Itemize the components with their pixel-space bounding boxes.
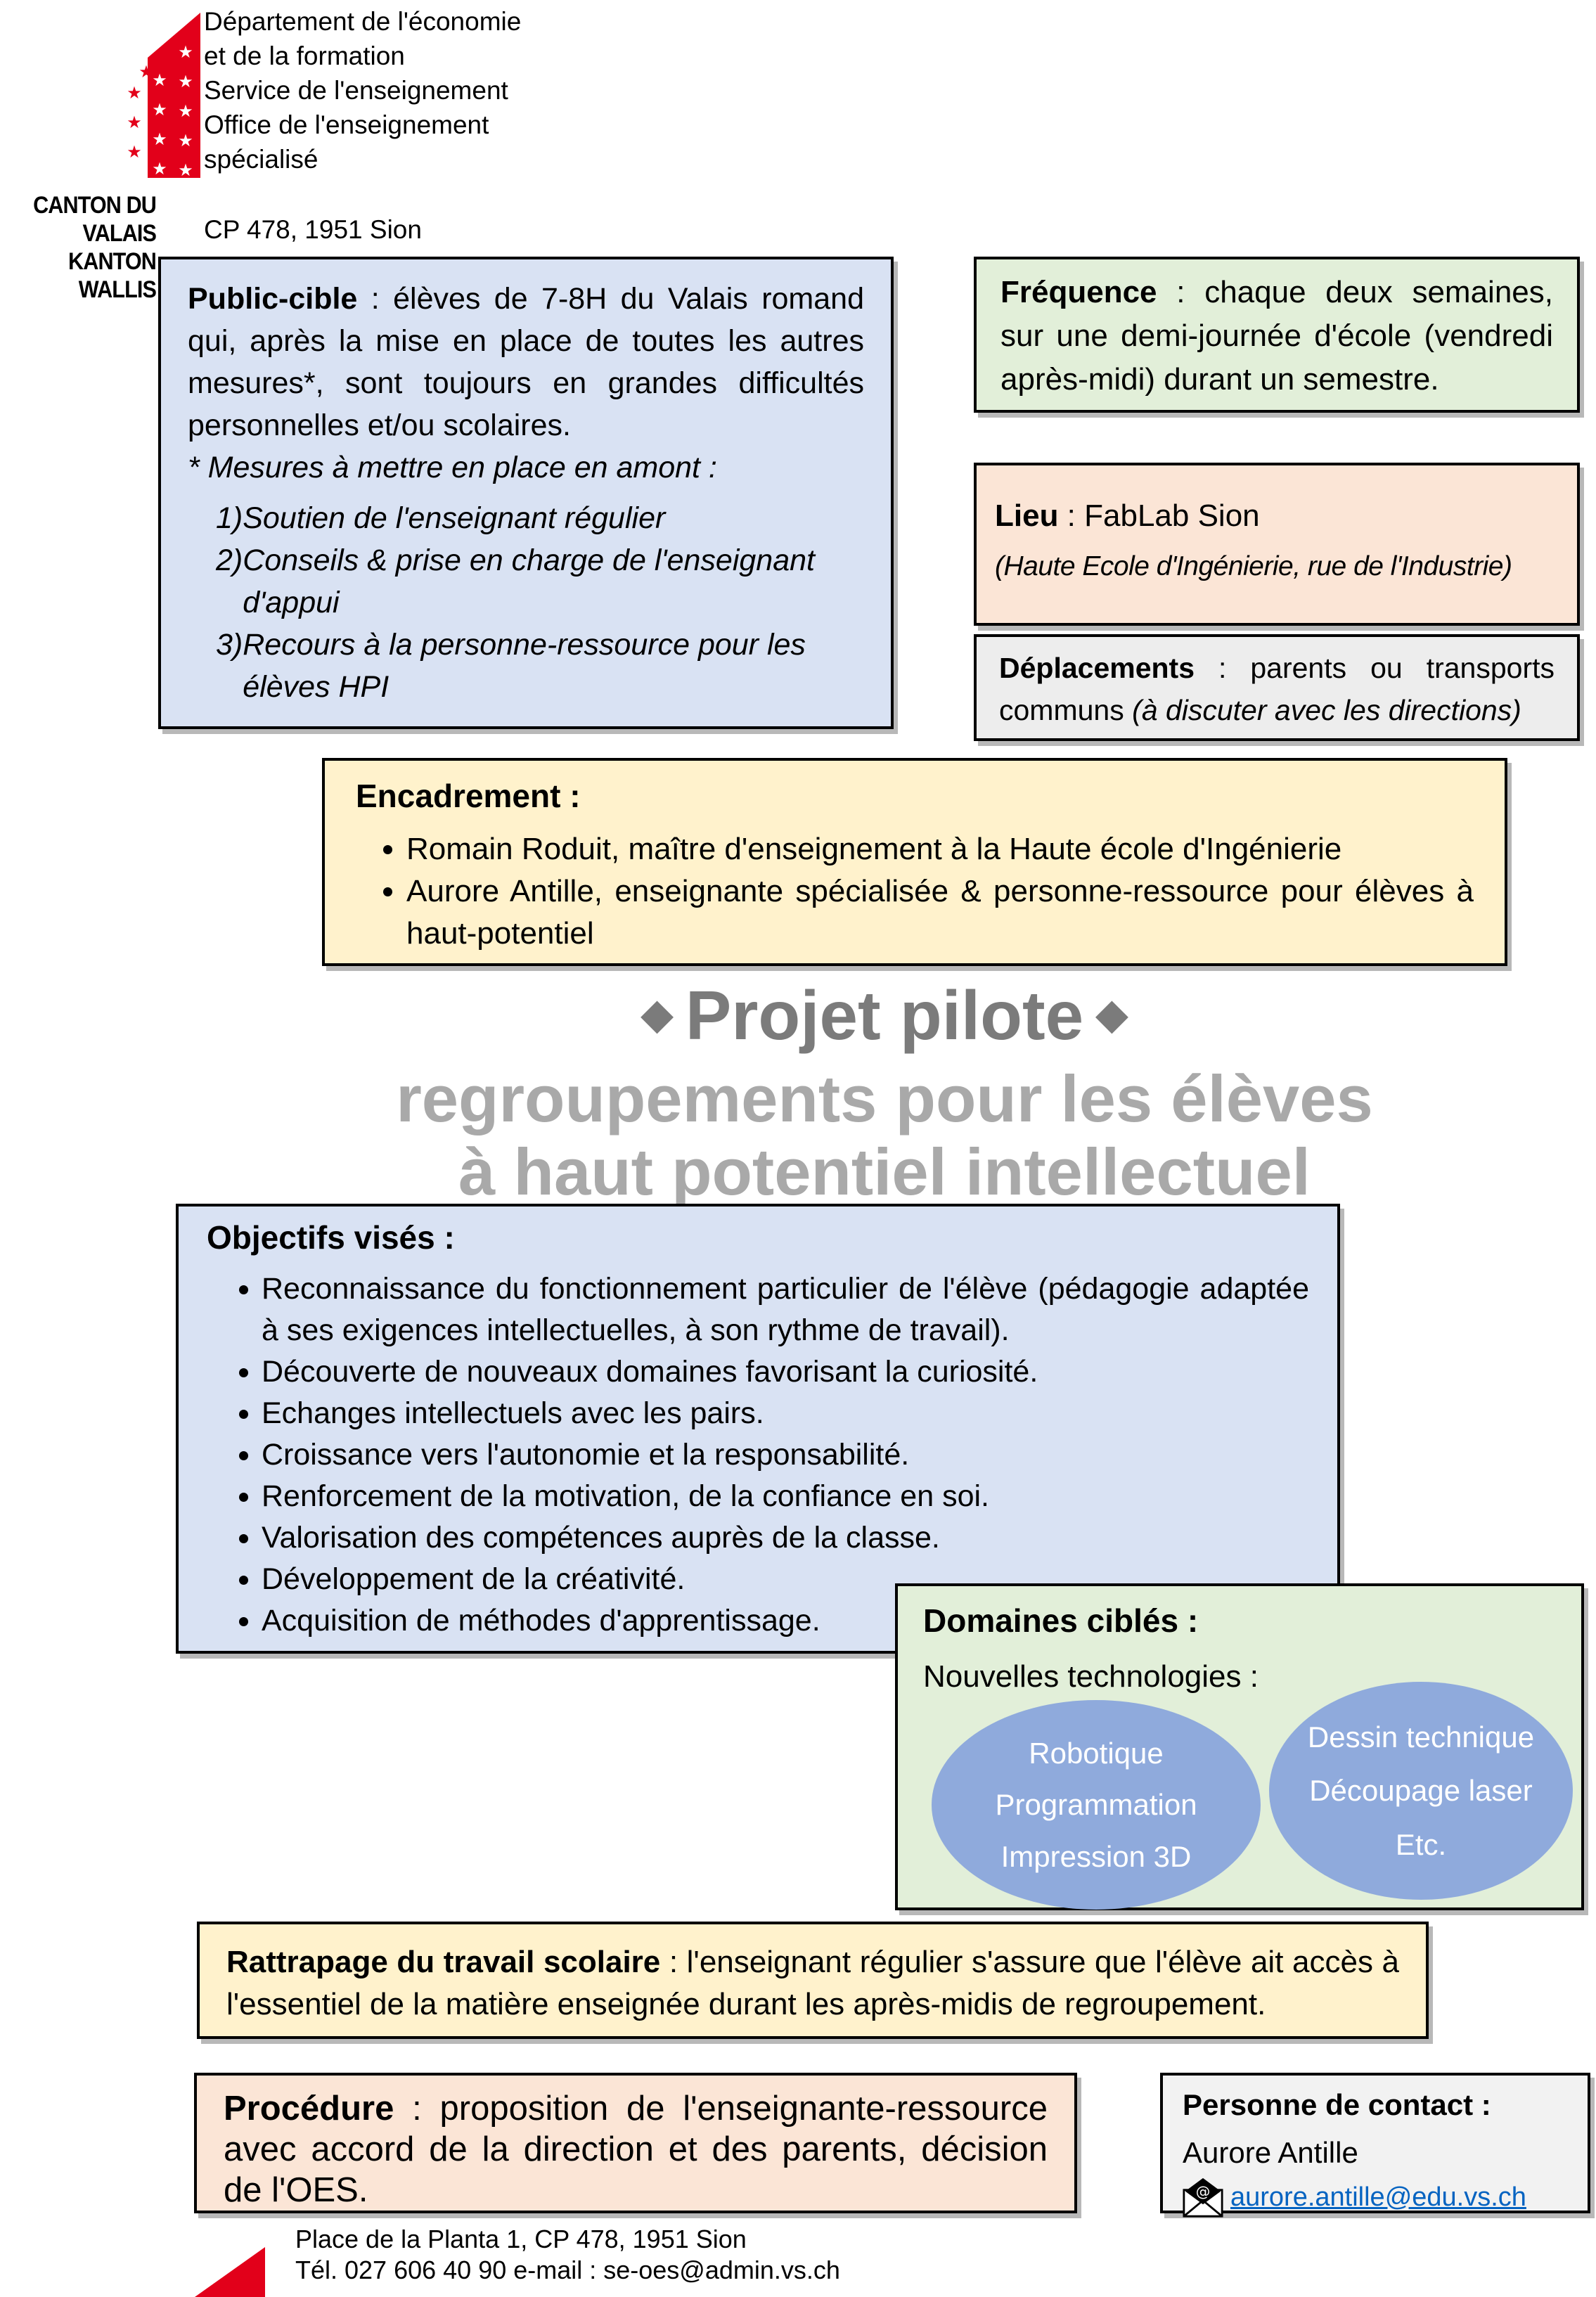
deplacements-label: Déplacements [999,652,1195,684]
deplacements-paragraph: Déplacements : parents ou transports com… [999,652,1555,726]
canton-line-de: KANTON WALLIS [68,248,157,303]
svg-text:★: ★ [127,83,142,103]
lieu-label: Lieu [995,498,1059,533]
lieu-box: Lieu : FabLab Sion (Haute Ecole d'Ingéni… [974,463,1580,626]
valais-coat-of-arms-icon: ★★ ★★ ★★ ★★★ ★★ ★★ [127,13,200,178]
department-address-block: Département de l'économie et de la forma… [204,4,521,176]
svg-text:★: ★ [178,101,193,121]
svg-text:★: ★ [152,129,167,149]
technologies-ellipse-right: Dessin technique Découpage laser Etc. [1269,1682,1573,1900]
public-cible-note: * Mesures à mettre en place en amont : [188,451,717,484]
ellipse-item: Programmation [995,1788,1197,1821]
objective-item: Valorisation des compétences auprès de l… [262,1517,1309,1559]
objectifs-list: Reconnaissance du fonctionnement particu… [207,1268,1309,1642]
measures-list: 1) Soutien de l'enseignant régulier 2) C… [188,497,864,708]
footer-contact-line: Tél. 027 606 40 90 e-mail : se-oes@admin… [295,2256,840,2284]
svg-text:★: ★ [127,142,142,162]
email-envelope-icon: @ [1183,2177,1223,2218]
ellipse-item: Etc. [1395,1827,1447,1861]
objective-item: Acquisition de méthodes d'apprentissage. [262,1600,1309,1642]
svg-text:★: ★ [178,72,193,91]
objective-item: Croissance vers l'autonomie et la respon… [262,1434,1309,1476]
contact-box: Personne de contact : Aurore Antille @ a… [1160,2073,1590,2218]
page-title: ◆Projet pilote◆ regroupements pour les é… [105,979,1596,1209]
public-cible-box: Public-cible : élèves de 7-8H du Valais … [158,257,894,729]
ellipse-item: Impression 3D [1000,1839,1192,1873]
title-line-1: ◆Projet pilote◆ [105,979,1596,1062]
svg-text:★: ★ [178,160,193,178]
svg-text:★: ★ [152,159,167,178]
contact-email-row: @ aurore.antille@edu.vs.ch [1183,2177,1568,2218]
diamond-icon: ◆ [641,991,673,1037]
contact-email-link[interactable]: aurore.antille@edu.vs.ch [1230,2182,1526,2212]
footer-address-line: Place de la Planta 1, CP 478, 1951 Sion [295,2225,747,2253]
domaines-sublabel: Nouvelles technologies : [923,1659,1259,1694]
rattrapage-label: Rattrapage du travail scolaire [226,1945,661,1979]
footer-red-triangle-icon [195,2247,265,2297]
procedure-box: Procédure : proposition de l'enseignante… [194,2073,1077,2213]
svg-text:@: @ [1196,2183,1211,2200]
canton-line-fr: CANTON DU VALAIS [33,192,157,247]
contact-name: Aurore Antille [1183,2136,1358,2169]
svg-text:★: ★ [127,112,142,132]
objective-item: Renforcement de la motivation, de la con… [262,1476,1309,1517]
technologies-ellipse-left: Robotique Programmation Impression 3D [932,1700,1261,1910]
lieu-line: Lieu : FabLab Sion [995,498,1260,533]
procedure-label: Procédure [224,2090,394,2128]
svg-text:★: ★ [178,131,193,150]
department-line: Office de l'enseignement [204,110,489,139]
list-item: Aurore Antille, enseignante spécialisée … [406,870,1474,955]
objectifs-box: Objectifs visés : Reconnaissance du fonc… [176,1204,1340,1654]
svg-text:★: ★ [152,70,167,90]
frequence-paragraph: Fréquence : chaque deux semaines, sur un… [1000,275,1553,397]
public-cible-label: Public-cible [188,282,358,316]
svg-text:★: ★ [139,62,154,82]
domaines-box: Domaines ciblés : Nouvelles technologies… [895,1583,1584,1910]
list-item: 2) Conseils & prise en charge de l'ensei… [216,543,816,619]
ellipse-item: Dessin technique [1307,1720,1535,1754]
ellipse-item: Robotique [1029,1736,1164,1770]
diamond-icon: ◆ [1096,991,1128,1037]
objective-item: Reconnaissance du fonctionnement particu… [262,1268,1309,1351]
public-cible-paragraph: Public-cible : élèves de 7-8H du Valais … [188,282,864,442]
encadrement-box: Encadrement : Romain Roduit, maître d'en… [322,758,1507,966]
title-line-2: regroupements pour les élèves [396,1062,1373,1135]
svg-text:★: ★ [178,42,193,62]
frequence-box: Fréquence : chaque deux semaines, sur un… [974,257,1580,413]
footer-address-block: Place de la Planta 1, CP 478, 1951 Sion … [295,2224,840,2286]
contact-label: Personne de contact : [1183,2088,1491,2121]
list-item: 1) Soutien de l'enseignant régulier [216,501,666,535]
department-line: et de la formation [204,41,405,70]
procedure-paragraph: Procédure : proposition de l'enseignante… [224,2090,1048,2209]
rattrapage-box: Rattrapage du travail scolaire : l'ensei… [197,1922,1429,2039]
objectifs-label: Objectifs visés : [207,1219,455,1256]
list-item: Romain Roduit, maître d'enseignement à l… [406,828,1474,870]
svg-text:★: ★ [152,100,167,120]
domaines-label: Domaines ciblés : [923,1602,1199,1639]
objective-item: Découverte de nouveaux domaines favorisa… [262,1351,1309,1393]
lieu-subtext: (Haute Ecole d'Ingénierie, rue de l'Indu… [995,551,1512,581]
deplacements-box: Déplacements : parents ou transports com… [974,634,1580,741]
department-line: Service de l'enseignement [204,76,508,105]
department-line: Département de l'économie [204,7,522,36]
encadrement-list: Romain Roduit, maître d'enseignement à l… [356,828,1474,955]
ellipse-item: Découpage laser [1309,1774,1533,1807]
encadrement-label: Encadrement : [356,778,581,814]
canton-wordmark: CANTON DU VALAIS KANTON WALLIS [15,191,157,304]
rattrapage-paragraph: Rattrapage du travail scolaire : l'ensei… [226,1945,1399,2021]
frequence-label: Fréquence [1000,275,1157,309]
list-item: 3) Recours à la personne-ressource pour … [216,628,806,704]
po-box-line: CP 478, 1951 Sion [204,215,422,244]
title-line-3: à haut potentiel intellectuel [458,1135,1311,1209]
objective-item: Echanges intellectuels avec les pairs. [262,1393,1309,1434]
objective-item: Développement de la créativité. [262,1559,1309,1600]
department-line: spécialisé [204,145,318,174]
